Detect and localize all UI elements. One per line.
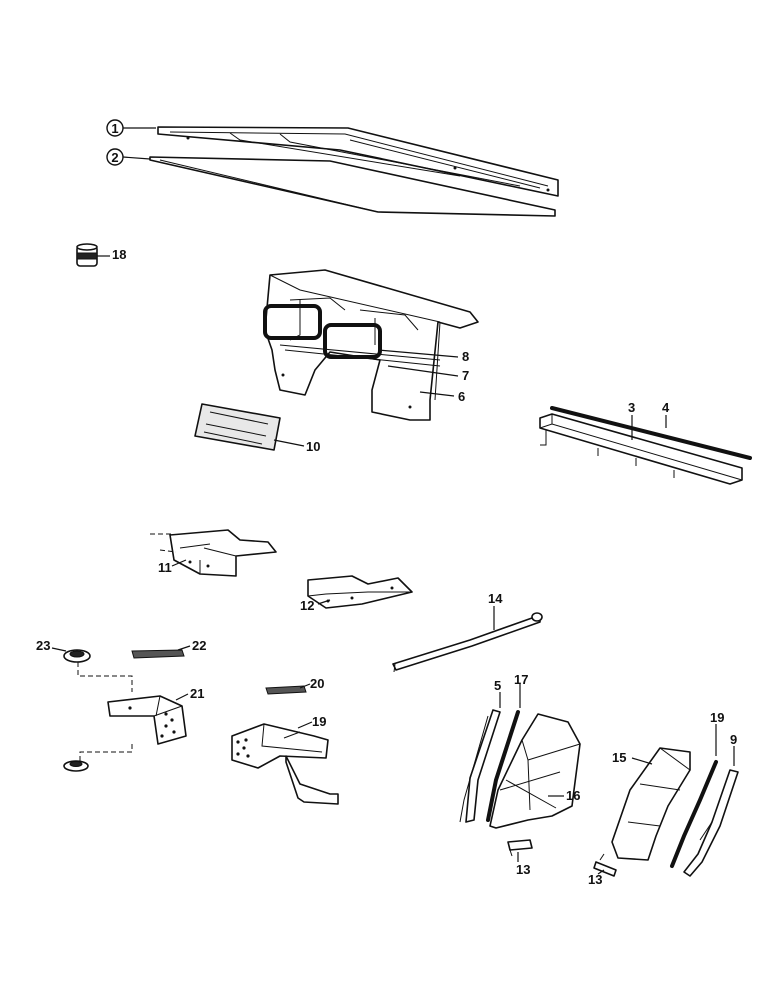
clip-part-13-right: 13 bbox=[588, 853, 617, 887]
label-19b: 19 bbox=[710, 710, 724, 725]
label-7: 7 bbox=[462, 368, 469, 383]
pad-part-22: 22 bbox=[131, 638, 206, 659]
roof-panel-part-1 bbox=[157, 126, 559, 197]
duct-assembly-part-6 bbox=[264, 269, 479, 421]
callouts-6-7-8: 8 7 6 bbox=[377, 349, 469, 404]
strip-part-4 bbox=[550, 406, 752, 460]
callouts-3-4: 3 4 bbox=[628, 400, 670, 440]
clip-part-13-left: 13 bbox=[507, 839, 533, 877]
roof-liner-part-2 bbox=[149, 156, 556, 217]
mount-bracket-part-21: 21 bbox=[79, 686, 204, 762]
label-10: 10 bbox=[306, 439, 320, 454]
label-15: 15 bbox=[612, 750, 626, 765]
label-3: 3 bbox=[628, 400, 635, 415]
label-1: 1 bbox=[111, 121, 118, 136]
seal-part-17: 17 bbox=[486, 672, 528, 822]
label-21: 21 bbox=[190, 686, 204, 701]
panel-part-16: 16 bbox=[489, 713, 581, 829]
pad-part-20: 20 bbox=[265, 676, 324, 695]
seal-part-19-right: 19 bbox=[670, 710, 724, 868]
callout-1: 1 bbox=[106, 119, 156, 137]
label-22: 22 bbox=[192, 638, 206, 653]
step-bracket-part-19: 19 bbox=[231, 714, 339, 805]
rod-part-14: 14 bbox=[392, 591, 543, 673]
label-16: 16 bbox=[566, 788, 580, 803]
label-11: 11 bbox=[158, 560, 172, 575]
label-14: 14 bbox=[488, 591, 503, 606]
bracket-part-11: 11 bbox=[150, 529, 277, 577]
label-13b: 13 bbox=[588, 872, 602, 887]
label-17: 17 bbox=[514, 672, 528, 687]
frame-strip-part-5: 5 bbox=[459, 678, 501, 823]
callout-2: 2 bbox=[106, 148, 151, 166]
panel-part-15: 15 bbox=[611, 747, 691, 861]
label-6: 6 bbox=[458, 389, 465, 404]
frame-strip-part-9: 9 bbox=[683, 732, 739, 877]
label-12: 12 bbox=[300, 598, 314, 613]
label-18: 18 bbox=[112, 247, 126, 262]
label-4: 4 bbox=[662, 400, 670, 415]
label-9: 9 bbox=[730, 732, 737, 747]
label-20: 20 bbox=[310, 676, 324, 691]
canister-part-18: 18 bbox=[76, 243, 126, 267]
grommet-lower bbox=[63, 760, 89, 772]
grommet-part-23: 23 bbox=[36, 638, 133, 692]
label-2: 2 bbox=[111, 150, 118, 165]
label-5: 5 bbox=[494, 678, 501, 693]
channel-part-3 bbox=[539, 413, 743, 485]
filter-pad-part-10: 10 bbox=[194, 403, 320, 454]
label-8: 8 bbox=[462, 349, 469, 364]
label-19a: 19 bbox=[312, 714, 326, 729]
plate-part-12: 12 bbox=[300, 575, 413, 613]
label-23: 23 bbox=[36, 638, 50, 653]
label-13a: 13 bbox=[516, 862, 530, 877]
gasket-ring-part-8 bbox=[263, 304, 382, 359]
